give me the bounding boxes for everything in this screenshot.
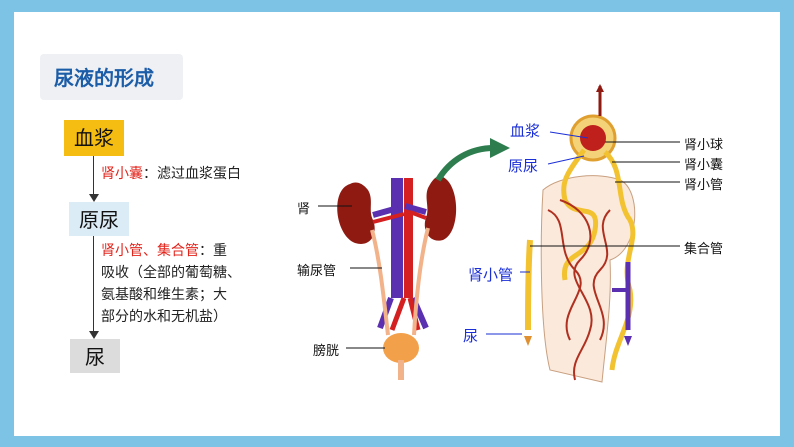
step-2-text: 肾小管、集合管：重 吸收（全部的葡萄糖、 氨基酸和维生素；大 部分的水和无机盐）	[101, 240, 241, 328]
left-ureter	[370, 229, 390, 336]
step-2-line-4: 部分的水和无机盐）	[101, 309, 227, 325]
label-plasma: 血浆	[510, 122, 541, 140]
step-2-line-3: 氨基酸和维生素；大	[101, 287, 227, 303]
urethra	[398, 360, 404, 380]
step-2-organ: 肾小管、集合管	[101, 243, 199, 259]
label-primary-urine: 原尿	[508, 157, 539, 175]
right-ureter	[412, 227, 430, 336]
step-1-text: 肾小囊：滤过血浆蛋白	[101, 163, 241, 185]
vein	[391, 178, 403, 298]
zoom-arrowhead	[490, 138, 510, 158]
node-primary-urine: 原尿	[69, 202, 129, 236]
label-capsule: 肾小囊	[684, 158, 724, 173]
zoom-arrow	[435, 145, 495, 182]
label-kidney: 肾	[297, 202, 311, 217]
flow-arrow-2	[89, 331, 99, 339]
step-1-organ: 肾小囊	[101, 166, 143, 182]
label-tubule: 肾小管	[684, 178, 724, 193]
right-kidney	[424, 176, 457, 241]
title-box	[40, 54, 183, 100]
step-1-desc: ：滤过血浆蛋白	[143, 166, 241, 182]
label-tubule-blue: 肾小管	[468, 266, 514, 284]
flow-line-1	[93, 156, 94, 194]
tubule-shape	[525, 239, 533, 331]
flow-arrow-1	[89, 194, 99, 202]
step-2-line-1: ：重	[199, 243, 227, 259]
label-collecting-duct: 集合管	[684, 242, 724, 257]
label-glomerulus: 肾小球	[684, 138, 724, 153]
bladder	[383, 333, 419, 363]
left-kidney	[337, 182, 375, 244]
nephron-drawing	[486, 84, 680, 383]
slide-title: 尿液的形成	[54, 66, 154, 90]
glomerulus-shape	[580, 125, 606, 151]
node-plasma: 血浆	[64, 120, 124, 156]
artery	[404, 178, 413, 298]
flow-line-2	[93, 236, 94, 331]
urinary-system-drawing	[318, 176, 457, 380]
label-ureter: 输尿管	[297, 264, 337, 279]
step-2-line-2: 吸收（全部的葡萄糖、	[101, 265, 241, 281]
node-urine: 尿	[70, 339, 120, 373]
label-bladder: 膀胱	[313, 344, 340, 359]
label-urine: 尿	[463, 327, 479, 345]
